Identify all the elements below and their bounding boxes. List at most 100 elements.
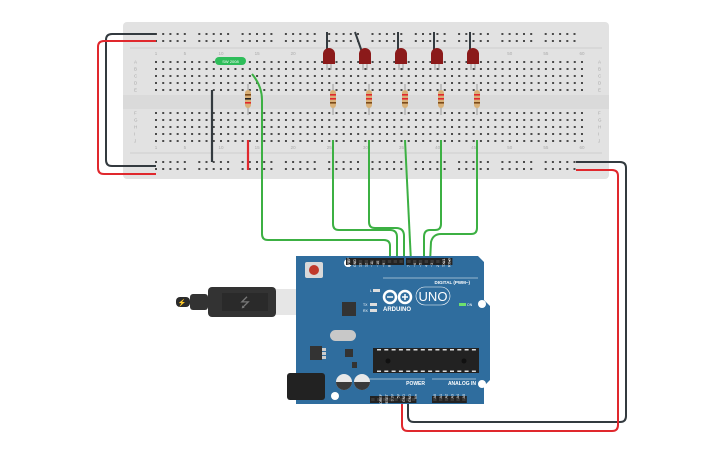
breadboard-hole[interactable] <box>256 140 259 142</box>
breadboard-hole[interactable] <box>335 61 338 63</box>
breadboard-hole[interactable] <box>162 89 165 91</box>
breadboard-hole[interactable] <box>212 68 215 70</box>
breadboard-hole[interactable] <box>155 140 157 142</box>
rail-hole[interactable] <box>414 168 417 170</box>
breadboard-hole[interactable] <box>342 61 345 63</box>
breadboard-hole[interactable] <box>487 140 490 142</box>
breadboard-hole[interactable] <box>205 61 208 63</box>
rail-hole[interactable] <box>292 33 295 35</box>
rail-hole[interactable] <box>544 161 547 163</box>
breadboard-hole[interactable] <box>335 140 338 142</box>
rail-hole[interactable] <box>429 40 432 42</box>
breadboard-hole[interactable] <box>414 119 417 121</box>
breadboard-hole[interactable] <box>530 119 533 121</box>
rail-hole[interactable] <box>284 33 287 35</box>
breadboard-hole[interactable] <box>183 133 186 135</box>
header-pin[interactable] <box>433 398 437 401</box>
breadboard-hole[interactable] <box>407 126 410 128</box>
breadboard-hole[interactable] <box>580 82 583 84</box>
breadboard-hole[interactable] <box>349 140 352 142</box>
rail-hole[interactable] <box>299 40 302 42</box>
breadboard-hole[interactable] <box>299 126 302 128</box>
rail-hole[interactable] <box>385 168 388 170</box>
breadboard-hole[interactable] <box>393 82 396 84</box>
breadboard-hole[interactable] <box>443 133 446 135</box>
breadboard-hole[interactable] <box>313 75 316 77</box>
breadboard-hole[interactable] <box>544 89 547 91</box>
breadboard-hole[interactable] <box>429 119 432 121</box>
breadboard-hole[interactable] <box>407 89 410 91</box>
breadboard-hole[interactable] <box>270 89 273 91</box>
breadboard-hole[interactable] <box>407 82 410 84</box>
breadboard-hole[interactable] <box>378 61 381 63</box>
breadboard-hole[interactable] <box>176 126 179 128</box>
led-2-ground-wire[interactable] <box>354 31 363 53</box>
breadboard-hole[interactable] <box>270 112 273 114</box>
rail-hole[interactable] <box>422 168 424 170</box>
breadboard-hole[interactable] <box>516 82 518 84</box>
rail-hole[interactable] <box>241 40 244 42</box>
breadboard-hole[interactable] <box>364 75 367 77</box>
breadboard-hole[interactable] <box>393 140 396 142</box>
breadboard-hole[interactable] <box>436 82 439 84</box>
rail-hole[interactable] <box>515 33 518 35</box>
breadboard-hole[interactable] <box>169 126 172 128</box>
breadboard-hole[interactable] <box>436 89 439 91</box>
rail-hole[interactable] <box>212 40 215 42</box>
breadboard-hole[interactable] <box>328 75 331 77</box>
rail-hole[interactable] <box>183 161 186 163</box>
header-pin[interactable] <box>393 260 397 263</box>
breadboard-hole[interactable] <box>523 119 526 121</box>
rail-hole[interactable] <box>335 168 338 170</box>
breadboard-hole[interactable] <box>321 75 324 77</box>
breadboard-hole[interactable] <box>183 119 186 121</box>
breadboard-hole[interactable] <box>227 140 230 142</box>
breadboard-hole[interactable] <box>198 140 201 142</box>
rail-hole[interactable] <box>371 168 374 170</box>
rail-hole[interactable] <box>486 161 489 163</box>
rail-hole[interactable] <box>566 161 569 163</box>
breadboard-hole[interactable] <box>501 75 504 77</box>
breadboard-hole[interactable] <box>378 112 381 114</box>
breadboard-hole[interactable] <box>313 82 316 84</box>
breadboard-hole[interactable] <box>429 89 432 91</box>
led-2[interactable] <box>359 48 371 70</box>
header-pin[interactable] <box>387 260 392 263</box>
breadboard-hole[interactable] <box>472 112 475 114</box>
rail-hole[interactable] <box>198 161 201 163</box>
rail-hole[interactable] <box>436 40 439 42</box>
led-4[interactable] <box>431 48 443 70</box>
breadboard-hole[interactable] <box>465 126 468 128</box>
rail-hole[interactable] <box>349 161 352 163</box>
breadboard-hole[interactable] <box>248 75 251 77</box>
rail-hole[interactable] <box>523 161 525 163</box>
rail-hole[interactable] <box>176 40 179 42</box>
breadboard-hole[interactable] <box>407 133 410 135</box>
rail-hole[interactable] <box>378 168 381 170</box>
breadboard-hole[interactable] <box>422 140 425 142</box>
breadboard-hole[interactable] <box>451 126 454 128</box>
rail-hole[interactable] <box>573 168 576 170</box>
rail-hole[interactable] <box>544 33 547 35</box>
rail-hole[interactable] <box>227 40 230 42</box>
rail-hole[interactable] <box>443 40 446 42</box>
breadboard-hole[interactable] <box>552 119 555 121</box>
breadboard-hole[interactable] <box>335 75 338 77</box>
rail-hole[interactable] <box>551 33 554 35</box>
breadboard-hole[interactable] <box>357 112 360 114</box>
rail-hole[interactable] <box>270 33 273 35</box>
breadboard-hole[interactable] <box>400 82 403 84</box>
breadboard-hole[interactable] <box>364 133 367 135</box>
breadboard-hole[interactable] <box>198 68 201 70</box>
breadboard-hole[interactable] <box>386 89 389 91</box>
breadboard-hole[interactable] <box>183 61 186 63</box>
rail-hole[interactable] <box>458 33 461 35</box>
breadboard-hole[interactable] <box>205 133 208 135</box>
rail-hole[interactable] <box>566 40 569 42</box>
breadboard-hole[interactable] <box>566 89 569 91</box>
breadboard-hole[interactable] <box>566 126 569 128</box>
breadboard-hole[interactable] <box>443 68 446 70</box>
breadboard-hole[interactable] <box>422 133 425 135</box>
breadboard-hole[interactable] <box>429 133 432 135</box>
breadboard-hole[interactable] <box>393 68 396 70</box>
